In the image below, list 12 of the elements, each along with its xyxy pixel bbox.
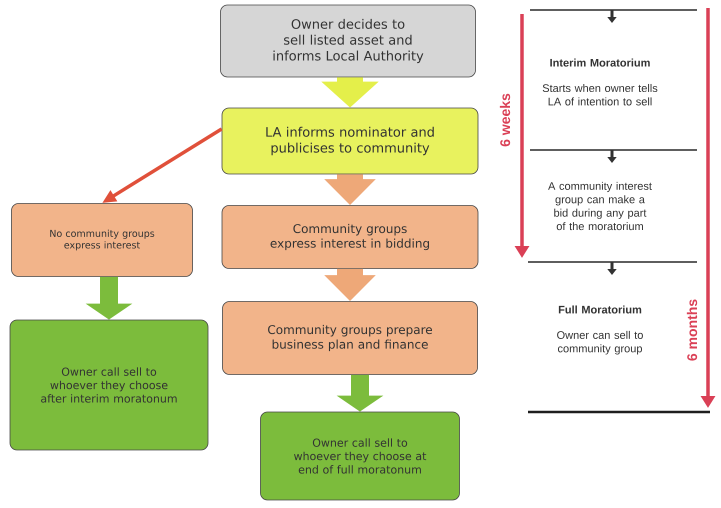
process-box: Owner call sell to whoever they choose at end of full moratonum	[260, 412, 460, 500]
process-box: Owner call sell to whoever they choose after interim moratonum	[10, 320, 208, 450]
process-box: Community groups express interest in bidding	[222, 205, 478, 269]
duration-label: 6 months	[686, 298, 698, 362]
process-box: LA informs nominator and publicises to community	[222, 108, 478, 174]
timeline-stage: Interim Moratorium Starts when owner tells LA of intention to sell	[542, 58, 658, 106]
process-box: No community groups express interest	[11, 203, 193, 277]
process-box: Community groups prepare business plan and finance	[222, 301, 478, 375]
process-box: Owner decides to sell listed asset and informs Local Authority	[220, 4, 476, 78]
duration-label: 6 weeks	[500, 94, 510, 146]
timeline-stage: Full Moratorium Owner can sell to community group	[557, 305, 643, 355]
timeline-stage: A community interest group can make a bid during any part of the moratorium	[548, 182, 652, 230]
